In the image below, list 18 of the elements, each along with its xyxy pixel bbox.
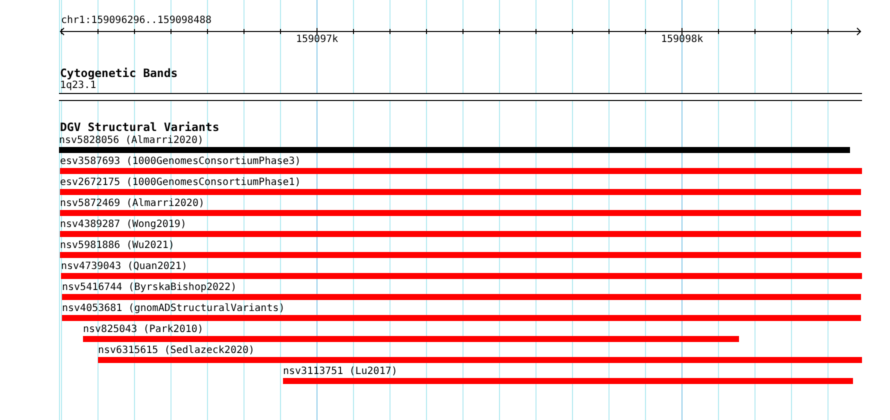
variant-label: nsv5981886 (Wu2021) (60, 240, 174, 252)
variant-label: nsv3113751 (Lu2017) (283, 366, 398, 378)
variant-label: nsv825043 (Park2010) (83, 324, 204, 336)
track-title: Cytogenetic Bands (60, 67, 178, 80)
region-label: chr1:159096296..159098488 (61, 15, 212, 27)
tick-label: 159097k (296, 34, 338, 46)
band-label: 1q23.1 (60, 80, 96, 92)
variant-label: nsv6315615 (Sedlazeck2020) (98, 345, 255, 357)
track-title: DGV Structural Variants (60, 121, 220, 134)
variant-label: nsv5872469 (Almarri2020) (60, 198, 204, 210)
variant-label: esv2672175 (1000GenomesConsortiumPhase1) (60, 177, 301, 189)
variant-label: nsv5416744 (ByrskaBishop2022) (62, 282, 237, 294)
variant-label: nsv4389287 (Wong2019) (60, 219, 186, 231)
tick-label: 159098k (661, 34, 704, 46)
variant-label: nsv4053681 (gnomADStructuralVariants) (62, 303, 285, 315)
variant-label: nsv4739043 (Quan2021) (61, 261, 188, 273)
variant-label: nsv5828056 (Almarri2020) (59, 135, 204, 147)
variant-label: esv3587693 (1000GenomesConsortiumPhase3) (60, 156, 301, 168)
